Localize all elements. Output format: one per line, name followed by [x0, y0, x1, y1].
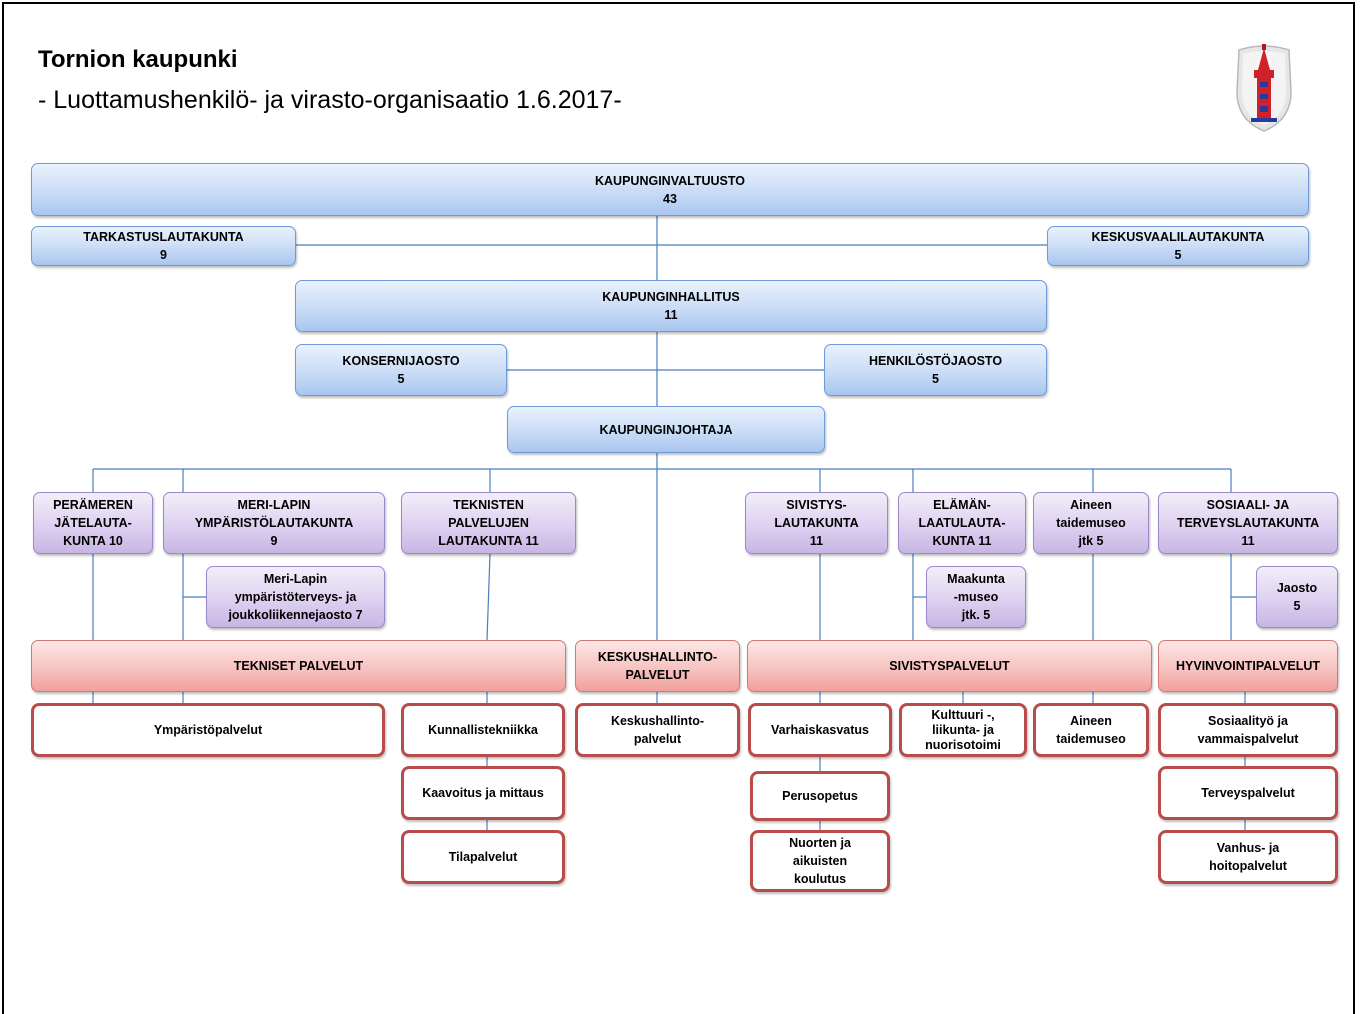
- node-aineen-taidemuseo-jtk: Aineen taidemuseo jtk 5: [1033, 492, 1149, 554]
- node-meri-lapin-jaosto: Meri-Lapin ympäristöterveys- ja joukkoli…: [206, 566, 385, 628]
- node-maakuntamuseo-jtk: Maakunta -museo jtk. 5: [926, 566, 1026, 628]
- unit-terveyspalvelut: Terveyspalvelut: [1158, 766, 1338, 820]
- node-sivistyslautakunta: SIVISTYS- LAUTAKUNTA 11: [745, 492, 888, 554]
- page-title: Tornion kaupunki: [38, 46, 238, 73]
- node-jaosto: Jaosto 5: [1256, 566, 1338, 628]
- node-keskushallintopalvelut: KESKUSHALLINTO- PALVELUT: [575, 640, 740, 692]
- node-tekniset-palvelut: TEKNISET PALVELUT: [31, 640, 566, 692]
- unit-perusopetus: Perusopetus: [750, 771, 890, 821]
- unit-varhaiskasvatus: Varhaiskasvatus: [748, 703, 892, 757]
- node-sosiaali-ja-terveyslautakunta: SOSIAALI- JA TERVEYSLAUTAKUNTA 11: [1158, 492, 1338, 554]
- node-perameren-jatelautakunta: PERÄMEREN JÄTELAUTA- KUNTA 10: [33, 492, 153, 554]
- node-kaupunginhallitus: KAUPUNGINHALLITUS 11: [295, 280, 1047, 332]
- unit-ymparistopalvelut: Ympäristöpalvelut: [31, 703, 385, 757]
- coat-of-arms-icon: [1236, 44, 1292, 132]
- unit-sosiaalityo-ja-vammaispalvelut: Sosiaalityö ja vammaispalvelut: [1158, 703, 1338, 757]
- node-kaupunginvaltuusto: KAUPUNGINVALTUUSTO 43: [31, 163, 1309, 216]
- unit-vanhus-ja-hoitopalvelut: Vanhus- ja hoitopalvelut: [1158, 830, 1338, 884]
- unit-kulttuuri-liikunta-nuorisotoimi: Kulttuuri -, liikunta- ja nuorisotoimi: [899, 703, 1027, 757]
- node-meri-lapin-ymparistolautakunta: MERI-LAPIN YMPÄRISTÖLAUTAKUNTA 9: [163, 492, 385, 554]
- node-kaupunginjohtaja: KAUPUNGINJOHTAJA: [507, 406, 825, 453]
- node-henkilostojaosto: HENKILÖSTÖJAOSTO 5: [824, 344, 1047, 396]
- node-elamanlaatulautakunta: ELÄMÄN- LAATULAUTA- KUNTA 11: [898, 492, 1026, 554]
- node-sivistyspalvelut: SIVISTYSPALVELUT: [747, 640, 1152, 692]
- unit-keskushallintopalvelut: Keskushallinto- palvelut: [575, 703, 740, 757]
- unit-tilapalvelut: Tilapalvelut: [401, 830, 565, 884]
- node-keskusvaalilautakunta: KESKUSVAALILAUTAKUNTA 5: [1047, 226, 1309, 266]
- unit-kaavoitus-ja-mittaus: Kaavoitus ja mittaus: [401, 766, 565, 820]
- page-subtitle: - Luottamushenkilö- ja virasto-organisaa…: [38, 86, 622, 114]
- node-konsernijaosto: KONSERNIJAOSTO 5: [295, 344, 507, 396]
- node-tarkastuslautakunta: TARKASTUSLAUTAKUNTA 9: [31, 226, 296, 266]
- unit-kunnallistekniikka: Kunnallistekniikka: [401, 703, 565, 757]
- node-teknisten-palvelujen-lautakunta: TEKNISTEN PALVELUJEN LAUTAKUNTA 11: [401, 492, 576, 554]
- unit-aineen-taidemuseo: Aineen taidemuseo: [1033, 703, 1149, 757]
- node-hyvinvointipalvelut: HYVINVOINTIPALVELUT: [1158, 640, 1338, 692]
- unit-nuorten-ja-aikuisten-koulutus: Nuorten ja aikuisten koulutus: [750, 830, 890, 892]
